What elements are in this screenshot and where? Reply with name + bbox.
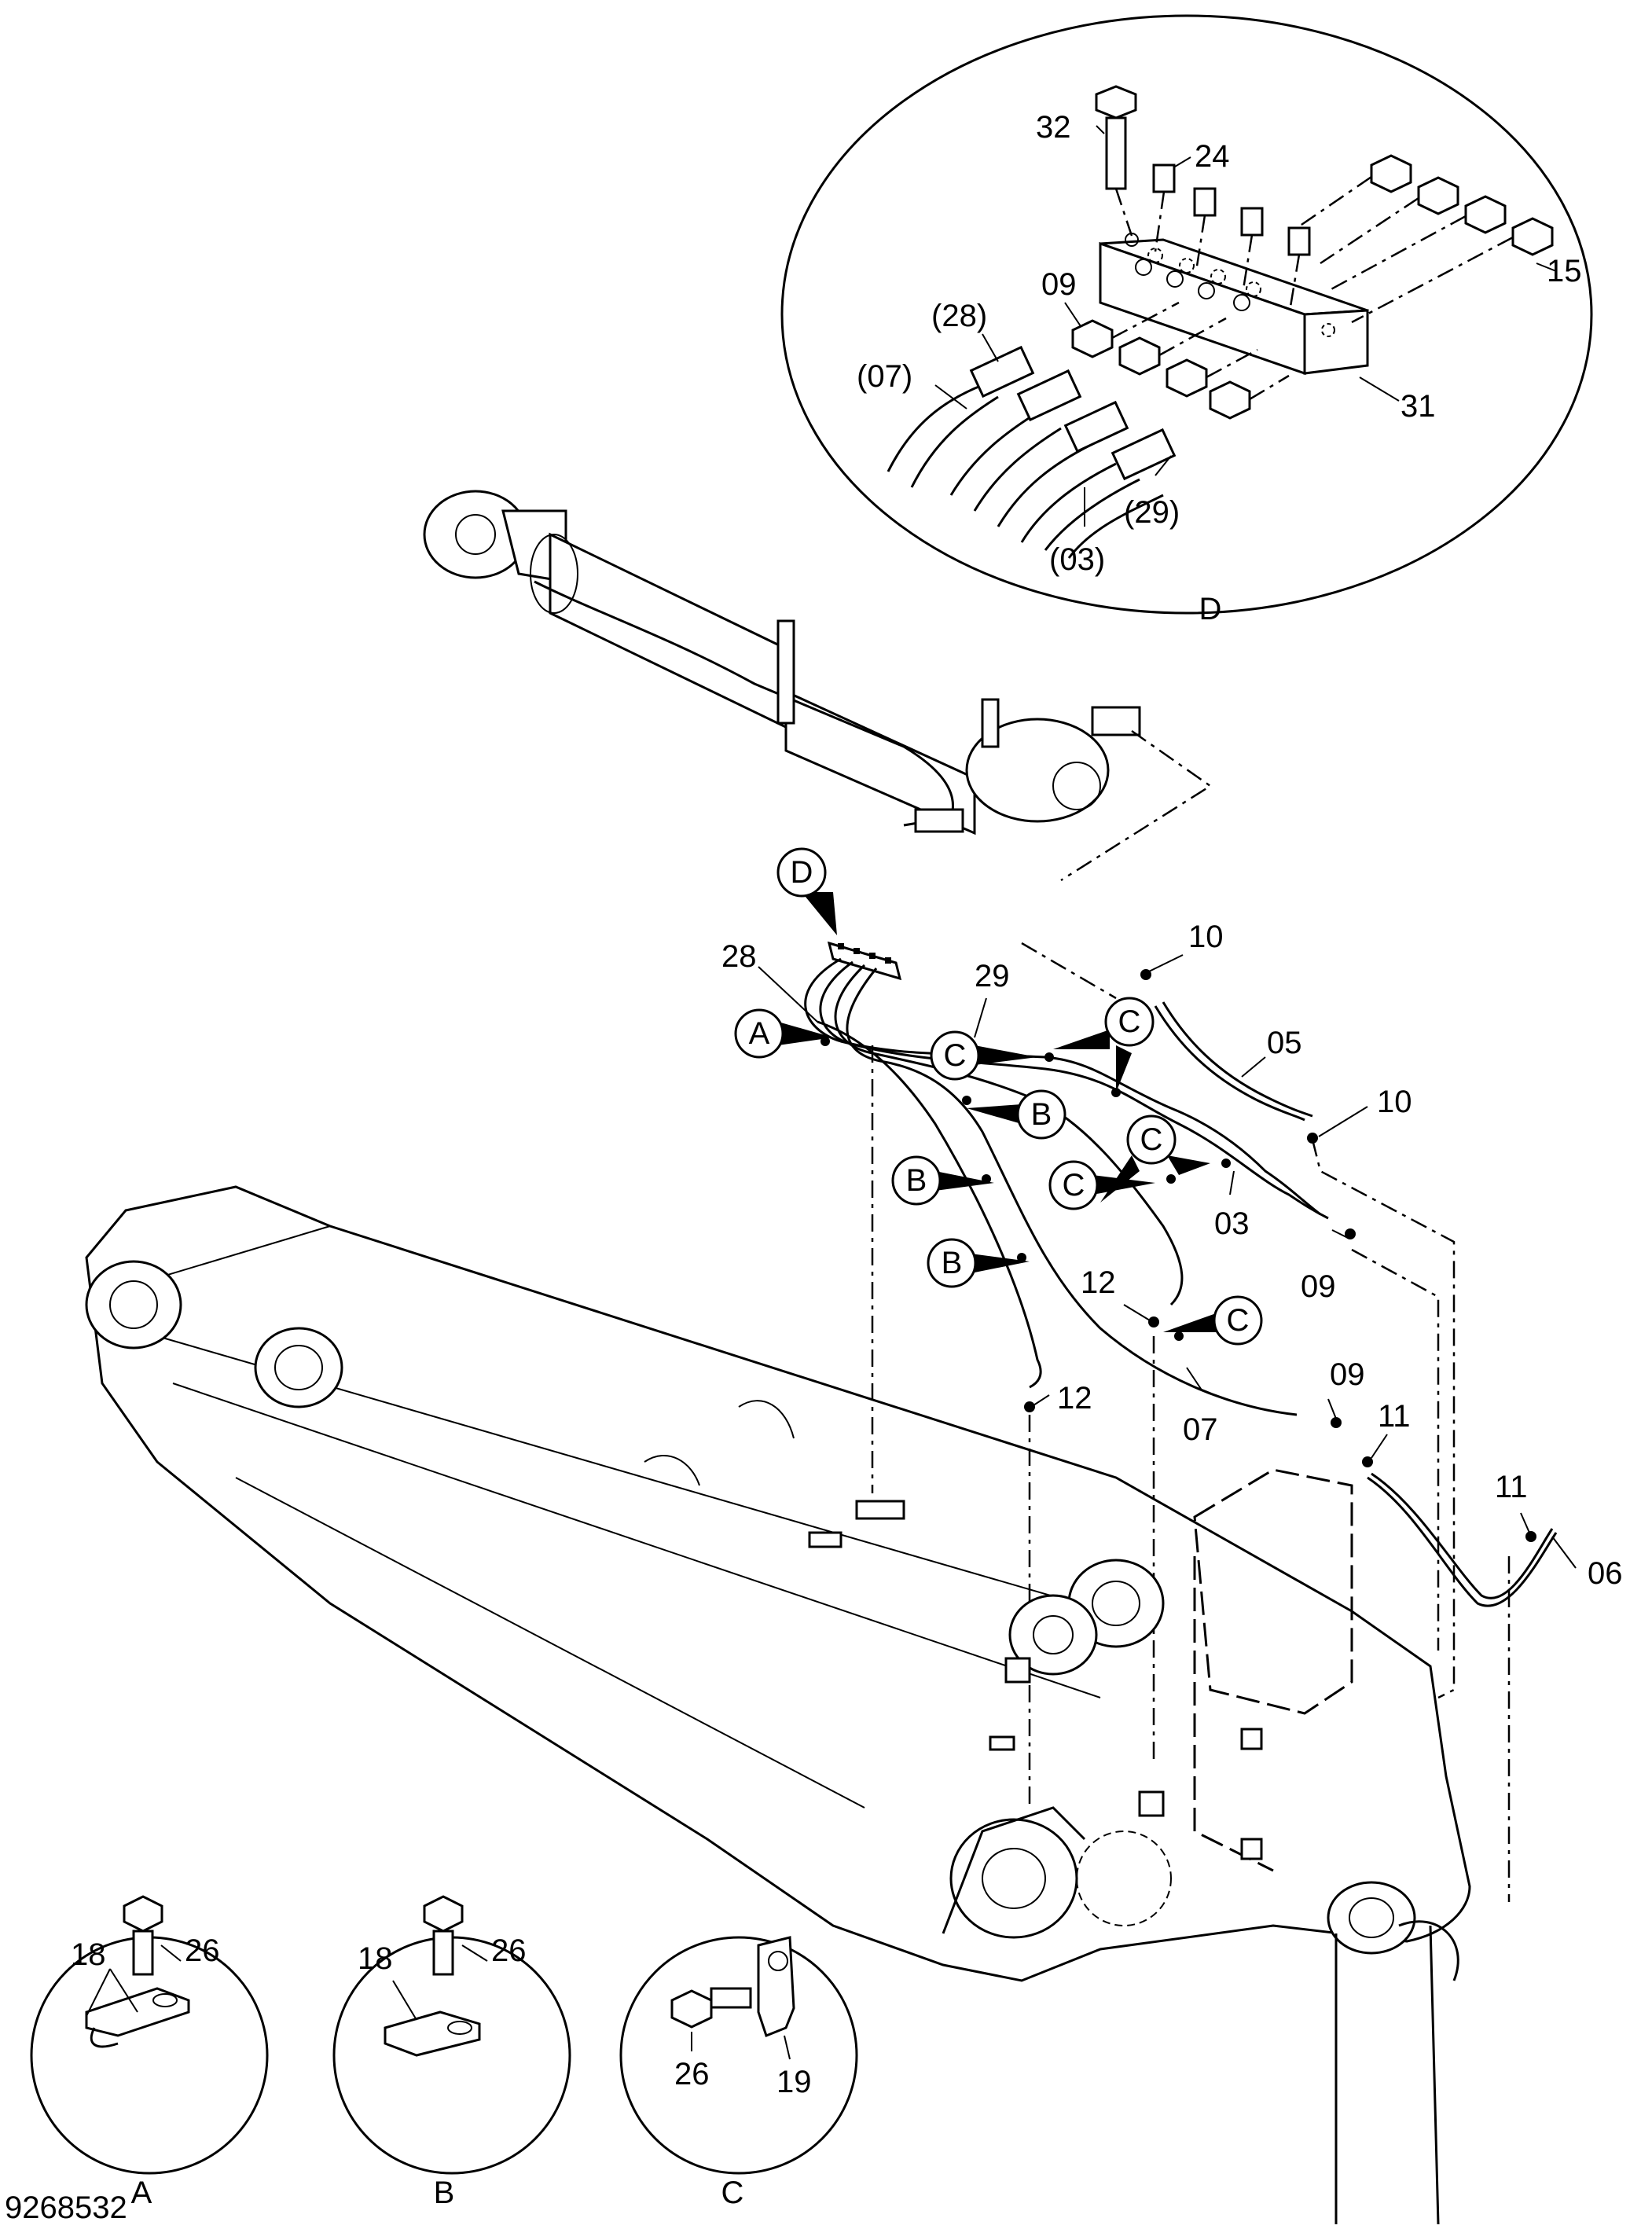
callout-c-2: C (1053, 997, 1155, 1049)
callout-d: D (776, 847, 837, 935)
callout-c-4: C (1048, 1160, 1155, 1210)
callout-a: A (734, 1008, 833, 1059)
detail-a-view: 18 26 A (30, 1895, 269, 2210)
label-03-paren: (03) (1049, 542, 1105, 577)
label-09-low: 09 (1330, 1357, 1365, 1392)
label-10-mid: 10 (1377, 1085, 1412, 1119)
label-09-mid: 09 (1301, 1269, 1336, 1304)
label-24: 24 (1195, 139, 1230, 174)
label-view-b: B (434, 2176, 455, 2210)
svg-text:A: A (749, 1016, 770, 1051)
drawing-number: 9268532 (5, 2190, 127, 2225)
callout-tags: D A C C C C (734, 847, 1263, 1346)
label-05: 05 (1267, 1026, 1302, 1060)
label-26-c: 26 (674, 2057, 710, 2091)
label-26-b: 26 (491, 1933, 527, 1968)
label-28-paren: (28) (931, 299, 987, 333)
label-18-b: 18 (358, 1941, 393, 1976)
svg-text:B: B (906, 1163, 927, 1198)
label-31: 31 (1401, 389, 1436, 424)
label-19: 19 (776, 2065, 812, 2099)
arm-cylinder (423, 490, 1213, 882)
label-18-a: 18 (71, 1937, 106, 1972)
detail-c-view: 26 19 C (619, 1936, 858, 2210)
adapters-15 (1296, 154, 1554, 324)
label-06: 06 (1588, 1556, 1623, 1591)
hose-ends (887, 345, 1177, 559)
part-number-labels: 32 24 15 09 (28) (07) 31 (29) (03) D 28 … (721, 110, 1623, 1591)
label-12-mid: 12 (1081, 1265, 1116, 1300)
label-29: 29 (975, 959, 1010, 993)
label-11-a: 11 (1378, 1399, 1411, 1434)
svg-text:C: C (944, 1038, 967, 1073)
callout-b-1: B (967, 1089, 1066, 1140)
label-view-a: A (131, 2176, 152, 2210)
detail-b-view: 18 26 B (332, 1895, 571, 2210)
label-32: 32 (1036, 110, 1071, 145)
callout-c-3: C (1126, 1114, 1210, 1175)
label-view-d: D (1199, 592, 1222, 626)
boom-structure (85, 1185, 1471, 2225)
bolt-32 (1095, 85, 1137, 237)
manifold-block-31 (1099, 233, 1369, 376)
label-26-a: 26 (185, 1933, 220, 1968)
label-11-b: 11 (1495, 1470, 1528, 1504)
svg-text:D: D (791, 855, 813, 890)
label-07: 07 (1183, 1412, 1218, 1447)
callout-b-3: B (927, 1238, 1030, 1288)
label-03: 03 (1214, 1206, 1250, 1241)
svg-text:B: B (1031, 1097, 1052, 1132)
svg-text:C: C (1063, 1168, 1085, 1203)
label-28: 28 (721, 939, 757, 974)
detail-d-view (780, 14, 1593, 615)
label-15: 15 (1547, 254, 1582, 288)
leader-lines (758, 954, 1577, 1569)
label-12-low: 12 (1057, 1381, 1092, 1416)
adapters-09 (1071, 301, 1290, 420)
svg-text:C: C (1227, 1303, 1250, 1338)
svg-text:C: C (1118, 1004, 1141, 1039)
label-10-top: 10 (1188, 920, 1224, 954)
callout-c-1: C (930, 1030, 1037, 1081)
callout-b-2: B (891, 1155, 994, 1206)
label-29-paren: (29) (1124, 495, 1180, 530)
plugs-24 (1152, 163, 1311, 307)
label-view-c: C (721, 2176, 744, 2210)
svg-text:B: B (942, 1246, 963, 1280)
svg-text:C: C (1140, 1122, 1163, 1157)
callout-c-5: C (1163, 1295, 1263, 1346)
label-09-d: 09 (1041, 267, 1077, 302)
label-07-paren: (07) (857, 359, 912, 394)
